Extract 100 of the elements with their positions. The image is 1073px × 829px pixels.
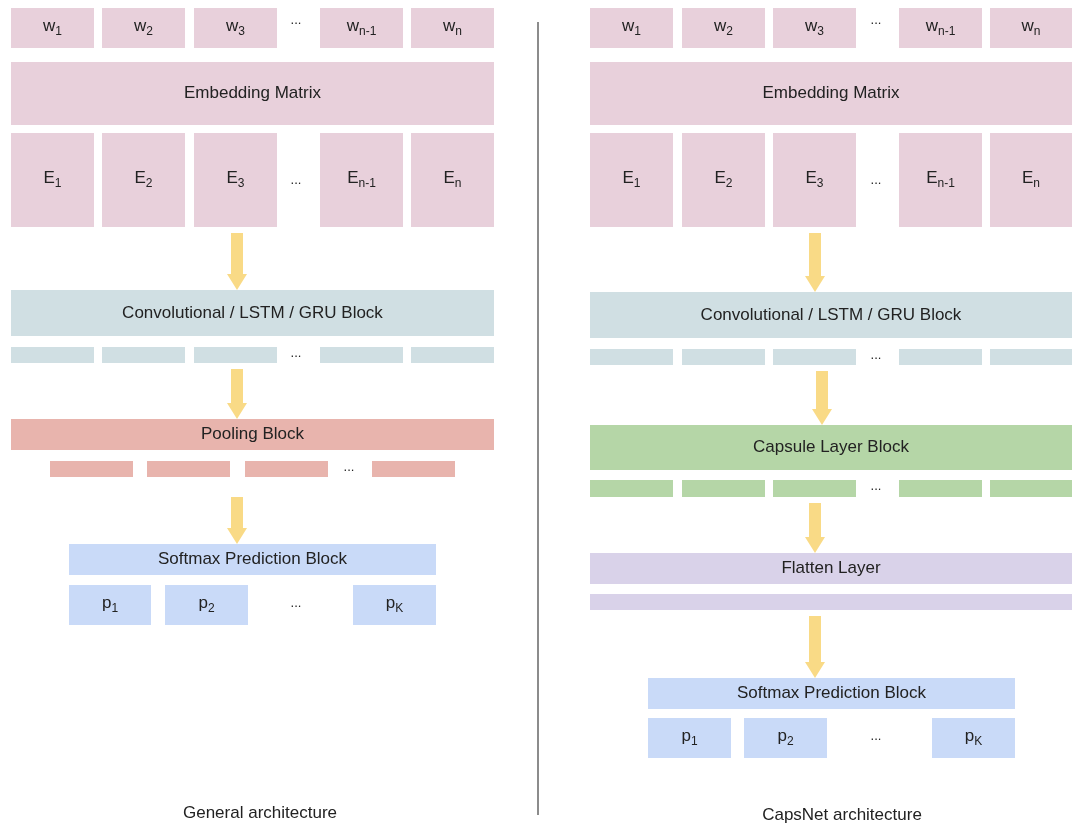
layer-label: p$_{1}$ — [101, 594, 119, 616]
layer-box — [590, 133, 673, 227]
layer-box — [899, 8, 982, 48]
layer-box — [411, 133, 494, 227]
output-bar — [50, 461, 133, 477]
output-bar — [372, 461, 455, 477]
layer-label: w$_{n}$ — [1021, 17, 1041, 39]
ellipsis: ... — [290, 595, 302, 611]
arrow — [227, 369, 247, 419]
layer-box — [773, 8, 856, 48]
layer-label: w$_{1}$ — [43, 17, 62, 39]
layer-box — [102, 133, 185, 227]
layer-label: E$_{n}$ — [1022, 169, 1040, 191]
layer-label: E$_{n}$ — [443, 169, 462, 191]
layer-box — [320, 8, 403, 48]
layer-box — [932, 718, 1015, 758]
ellipsis: ... — [870, 12, 882, 28]
layer-box — [69, 585, 151, 625]
layer-box — [69, 544, 436, 575]
layer-label: E$_{2}$ — [134, 169, 153, 191]
arrow — [227, 497, 247, 544]
output-bar — [990, 349, 1072, 365]
ellipsis: ... — [290, 172, 302, 188]
output-bar — [773, 349, 856, 365]
layer-box — [590, 553, 1072, 584]
layer-label: w$_{n-1}$ — [346, 17, 377, 39]
layer-box — [590, 62, 1072, 125]
layer-box — [411, 8, 494, 48]
output-bar — [899, 349, 982, 365]
layer-label: Embedding Matrix — [184, 84, 321, 103]
output-bar — [590, 594, 1072, 610]
layer-label: w$_{3}$ — [805, 17, 824, 39]
layer-box — [990, 133, 1072, 227]
layer-label: E$_{2}$ — [714, 169, 733, 191]
output-bar — [11, 347, 94, 363]
arrow — [227, 233, 247, 290]
output-bar — [990, 480, 1072, 497]
ellipsis: ... — [870, 478, 882, 494]
ellipsis: ... — [290, 12, 302, 28]
layer-label: Convolutional / LSTM / GRU Block — [122, 303, 383, 323]
output-bar — [682, 349, 765, 365]
layer-label: Softmax Prediction Block — [737, 684, 926, 703]
output-bar — [245, 461, 328, 477]
output-bar — [102, 347, 185, 363]
output-bar — [411, 347, 494, 363]
layer-box — [194, 133, 277, 227]
output-bar — [590, 480, 673, 497]
layer-label: E$_{1}$ — [43, 169, 62, 191]
layer-box — [590, 8, 673, 48]
output-bar — [773, 480, 856, 497]
layer-label: w$_{2}$ — [134, 17, 153, 39]
arrow — [805, 503, 825, 553]
arrow — [805, 233, 825, 292]
output-bar — [899, 480, 982, 497]
caption: CapsNet architecture — [762, 805, 922, 825]
layer-box — [590, 425, 1072, 470]
layer-box — [165, 585, 248, 625]
layer-box — [11, 290, 494, 336]
layer-box — [590, 292, 1072, 338]
arrow — [805, 616, 825, 678]
ellipsis: ... — [290, 345, 302, 361]
layer-label: E$_{3}$ — [805, 169, 824, 191]
ellipsis: ... — [870, 172, 882, 188]
layer-label: p$_{1}$ — [681, 727, 698, 749]
layer-label: w$_{n}$ — [443, 17, 462, 39]
layer-box — [11, 62, 494, 125]
layer-label: E$_{3}$ — [226, 169, 245, 191]
layer-box — [773, 133, 856, 227]
layer-label: p$_{K}$ — [385, 594, 404, 616]
layer-label: Capsule Layer Block — [753, 438, 909, 457]
arrow — [812, 371, 832, 425]
layer-label: w$_{1}$ — [622, 17, 641, 39]
ellipsis: ... — [870, 728, 882, 744]
layer-label: Convolutional / LSTM / GRU Block — [700, 305, 962, 325]
layer-label: w$_{2}$ — [714, 17, 733, 39]
layer-box — [648, 678, 1015, 709]
layer-box — [102, 8, 185, 48]
layer-label: p$_{2}$ — [777, 727, 794, 749]
layer-label: Softmax Prediction Block — [158, 550, 347, 569]
layer-label: w$_{3}$ — [226, 17, 245, 39]
layer-label: Flatten Layer — [781, 559, 881, 578]
layer-box — [11, 419, 494, 450]
layer-box — [353, 585, 436, 625]
layer-box — [11, 8, 94, 48]
layer-label: Embedding Matrix — [762, 84, 900, 103]
ellipsis: ... — [343, 459, 355, 475]
layer-box — [194, 8, 277, 48]
output-bar — [320, 347, 403, 363]
layer-label: E$_{1}$ — [622, 169, 641, 191]
layer-label: Pooling Block — [201, 425, 304, 444]
layer-label: w$_{n-1}$ — [925, 17, 956, 39]
layer-box — [320, 133, 403, 227]
layer-label: E$_{n-1}$ — [926, 169, 955, 191]
output-bar — [194, 347, 277, 363]
layer-box — [11, 133, 94, 227]
layer-box — [899, 133, 982, 227]
layer-box — [990, 8, 1072, 48]
layer-box — [682, 8, 765, 48]
caption: General architecture — [183, 803, 337, 823]
layer-label: E$_{n-1}$ — [347, 169, 376, 191]
